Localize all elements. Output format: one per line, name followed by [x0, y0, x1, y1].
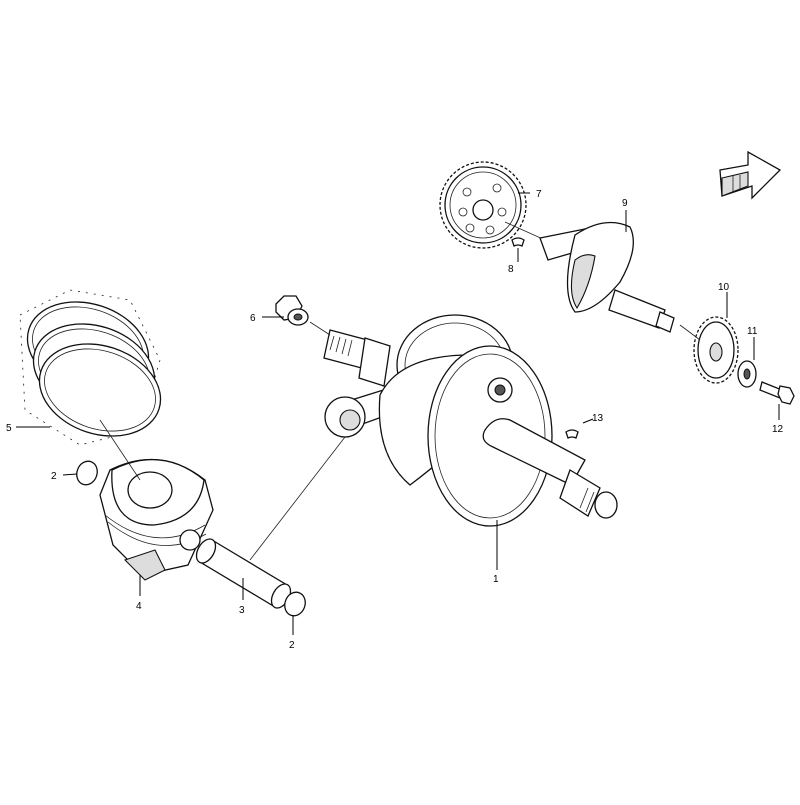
callout-1: 1: [493, 574, 499, 585]
callout-13: 13: [592, 413, 604, 424]
gear-part-7: [439, 161, 527, 249]
callout-9: 9: [622, 198, 628, 209]
callout-4: 4: [136, 601, 142, 612]
leader-lines: [16, 192, 780, 635]
sprocket-part-10: [693, 316, 739, 384]
front-direction-arrow-icon: [719, 150, 782, 200]
callout-5: 5: [6, 423, 12, 434]
crankshaft-part-1: [323, 314, 618, 527]
callout-7: 7: [536, 189, 542, 200]
piston-rings-part-5: [19, 289, 162, 446]
callout-2-upper: 2: [51, 471, 57, 482]
key-part-13: [565, 429, 579, 439]
key-part-8: [511, 237, 525, 247]
washer-part-11: [737, 360, 757, 388]
bolt-part-12: [759, 381, 795, 405]
callout-12: 12: [772, 424, 784, 435]
callout-6: 6: [250, 313, 256, 324]
callout-2-lower: 2: [289, 640, 295, 651]
piston-part-4: [99, 459, 214, 581]
balancer-shaft-part-9: [504, 221, 675, 333]
callout-10: 10: [718, 282, 730, 293]
circlip-part-2-upper: [76, 460, 98, 486]
nut-part-6: [275, 295, 309, 326]
callout-8: 8: [508, 264, 514, 275]
callout-11: 11: [747, 326, 758, 337]
circlip-part-2-lower: [284, 591, 306, 617]
callout-labels: 1 2 2 3 4 5 6 7 8 9 10 11 12 13: [6, 189, 784, 651]
callout-3: 3: [239, 605, 245, 616]
